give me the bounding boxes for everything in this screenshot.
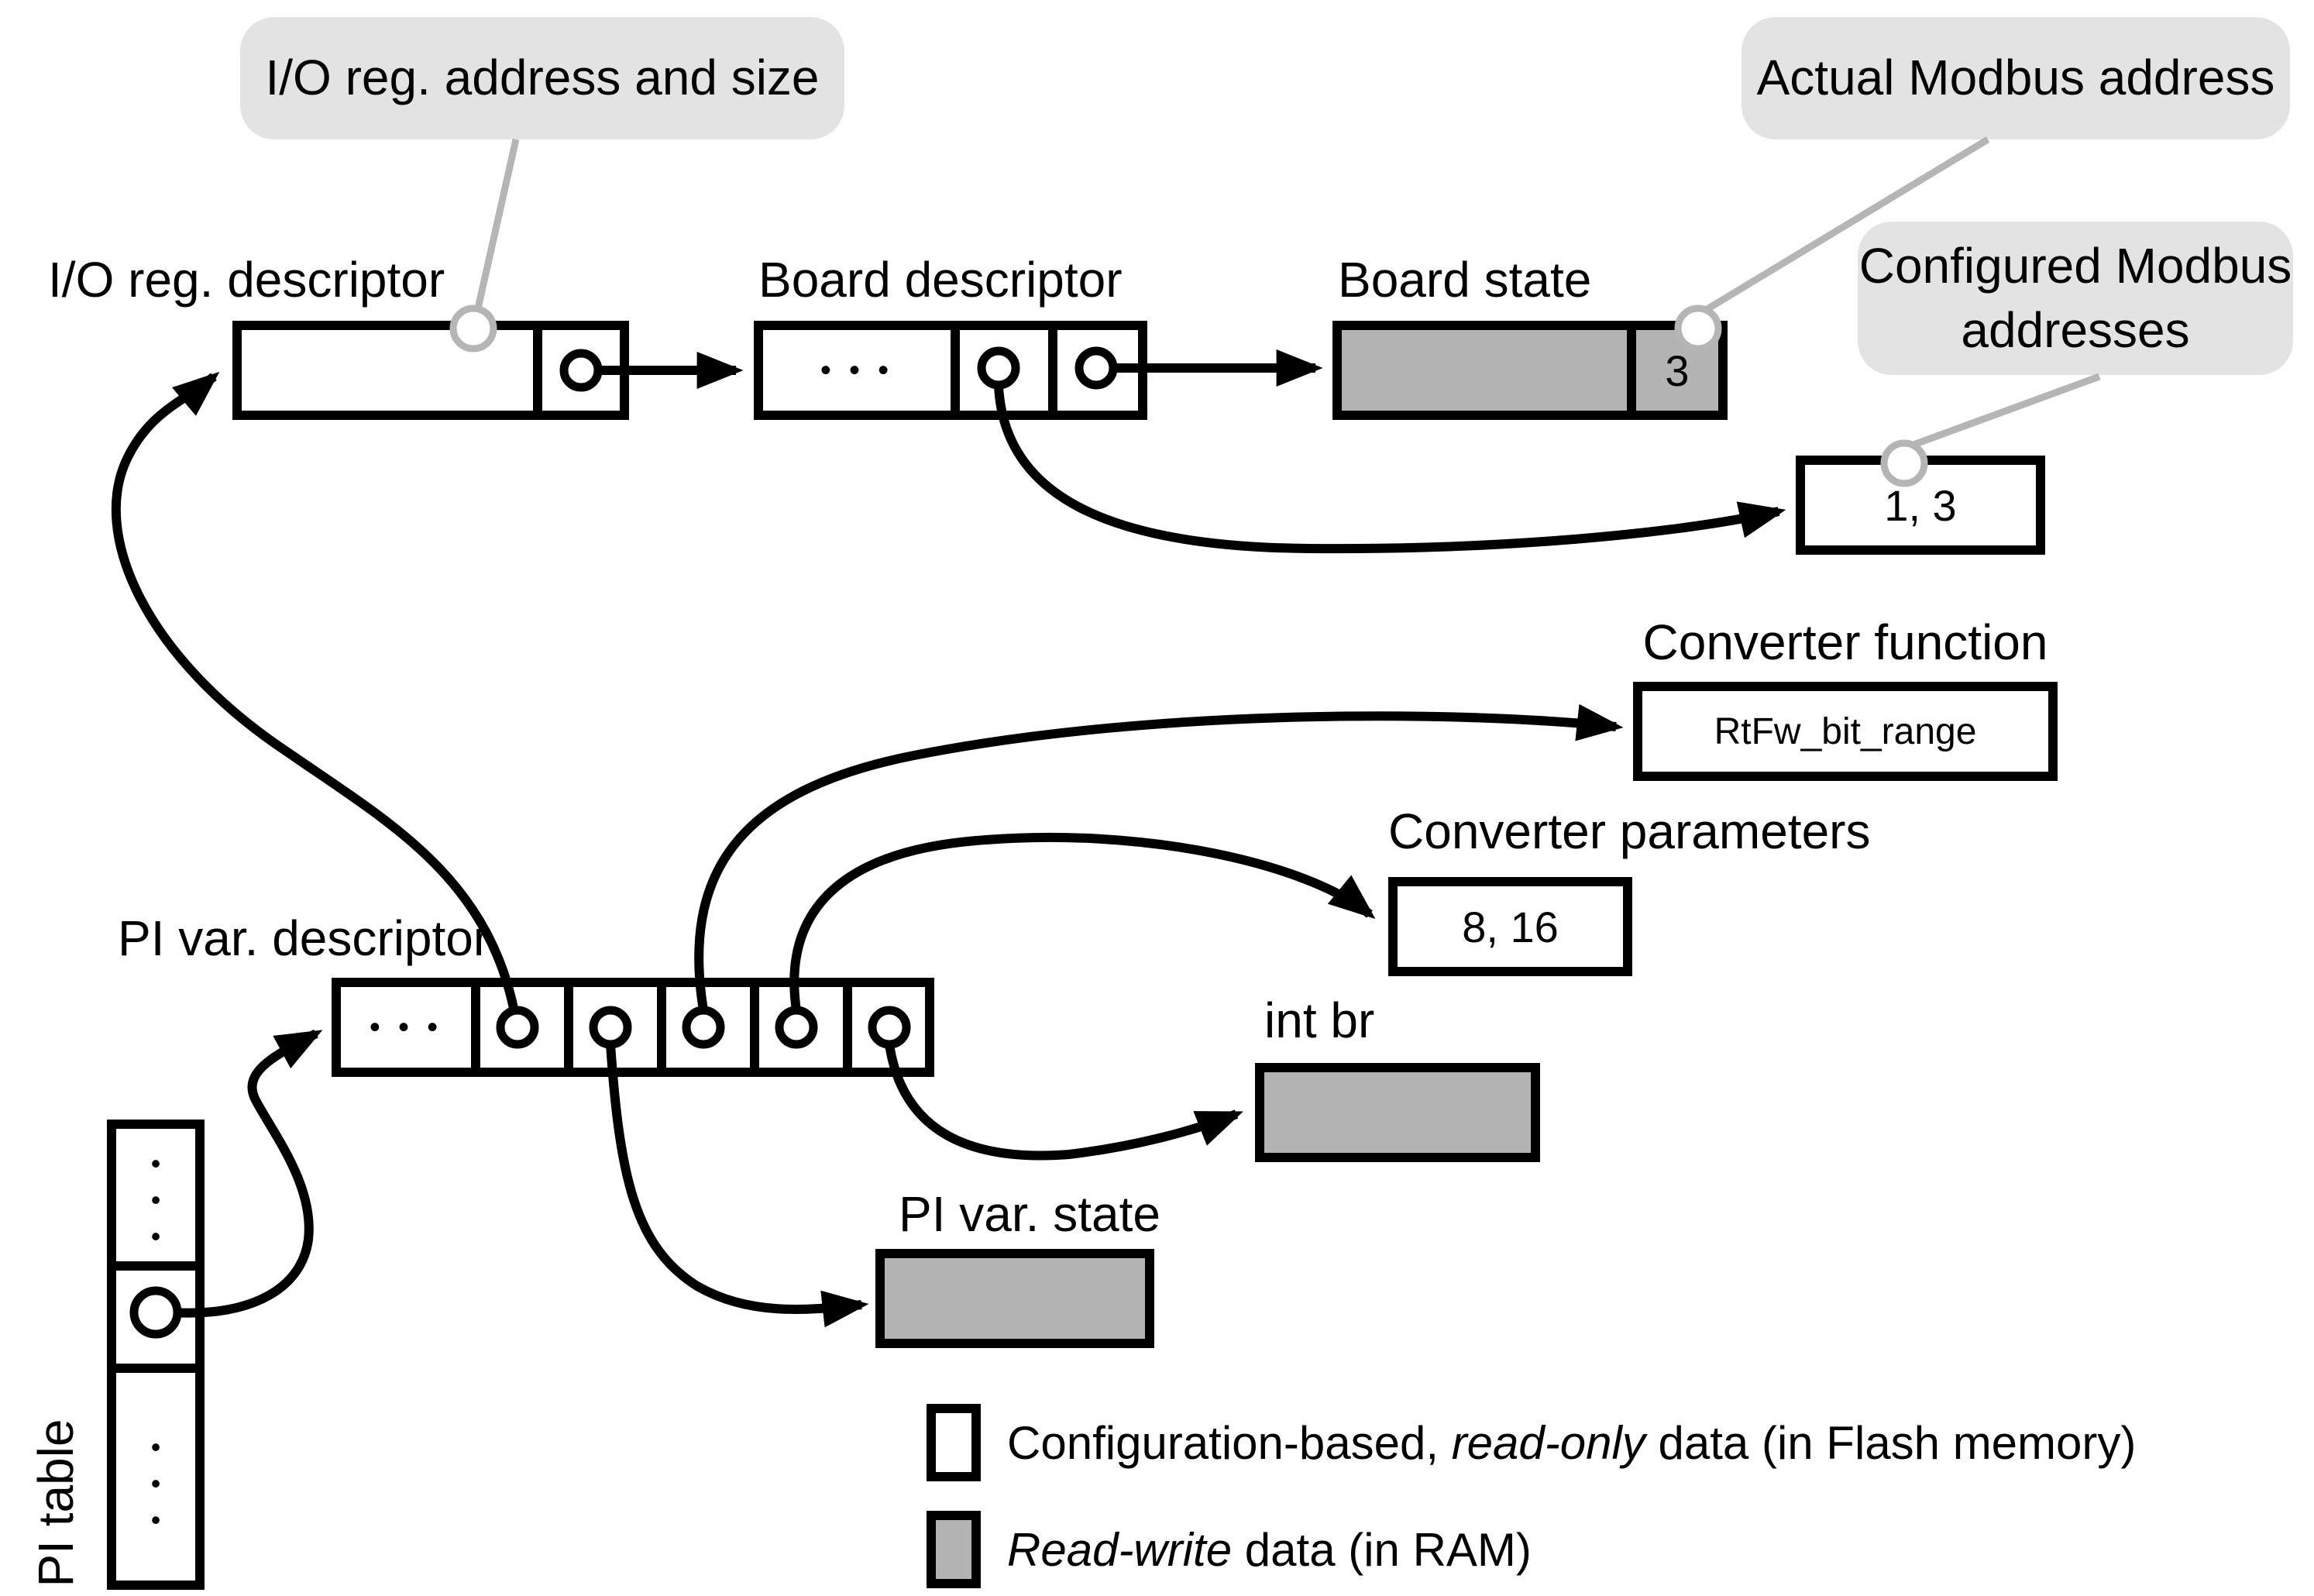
pi-table-box: • • • • • • <box>107 1120 205 1590</box>
callout-io-reg-addr-size: I/O reg. address and size <box>240 17 844 139</box>
cell-divider <box>843 987 852 1068</box>
legend-ram-italic: Read-write <box>1007 1523 1233 1576</box>
pi-table-ellipsis-bottom: • • • <box>150 1431 161 1536</box>
legend-ram-text: Read-write data (in RAM) <box>1007 1511 1532 1588</box>
configured-modbus-value: 1, 3 <box>1884 480 1957 530</box>
pi-var-descriptor-ellipsis: • • • <box>369 1010 443 1044</box>
legend-flash-italic: read-only <box>1451 1416 1645 1469</box>
label-io-reg-descriptor: I/O reg. descriptor <box>48 252 445 308</box>
callout-actual-modbus-address-text: Actual Modbus address <box>1756 50 2275 106</box>
pi-var-descriptor-box: • • • <box>332 978 934 1077</box>
cell-divider <box>1048 330 1057 411</box>
board-state-value: 3 <box>1665 346 1690 395</box>
converter-function-box: RtFw_bit_range <box>1633 682 2058 781</box>
label-converter-parameters: Converter parameters <box>1388 803 1871 859</box>
legend-flash-prefix: Configuration-based, <box>1007 1416 1452 1469</box>
legend-ram-swatch <box>927 1511 981 1588</box>
cell-divider <box>116 1364 195 1373</box>
arrow-pivar-to-pivar-state <box>606 1044 869 1328</box>
cell-divider <box>116 1261 195 1271</box>
configured-modbus-value-box: 1, 3 <box>1796 456 2045 555</box>
cell-divider <box>657 987 666 1068</box>
pi-table-ellipsis-top: • • • <box>150 1147 161 1252</box>
arrow-pivar-to-int-br <box>885 1044 1243 1161</box>
cell-divider <box>533 330 542 411</box>
converter-function-value: RtFw_bit_range <box>1714 710 1977 752</box>
leader-configured-modbus-line <box>1912 373 2101 449</box>
cell-divider <box>750 987 759 1068</box>
board-descriptor-box: • • • <box>754 321 1147 420</box>
label-converter-function: Converter function <box>1642 614 2048 670</box>
leader-io-reg-addr-line <box>474 139 520 309</box>
board-descriptor-ellipsis: • • • <box>820 353 894 387</box>
cell-divider <box>951 330 960 411</box>
int-br-box <box>1255 1063 1540 1162</box>
callout-actual-modbus-address: Actual Modbus address <box>1742 17 2290 139</box>
legend-ram-suffix: data (in RAM) <box>1232 1523 1532 1576</box>
converter-parameters-box: 8, 16 <box>1388 877 1632 976</box>
label-int-br: int br <box>1264 992 1375 1048</box>
callout-configured-modbus-line1: Configured Modbus <box>1858 237 2292 294</box>
callout-configured-modbus-line2: addresses <box>1961 302 2190 358</box>
cell-divider <box>1627 330 1636 411</box>
label-pi-table: PI table <box>28 1419 84 1587</box>
callout-io-reg-addr-size-text: I/O reg. address and size <box>265 50 820 106</box>
legend-flash-suffix: data (in Flash memory) <box>1645 1416 2137 1469</box>
cell-divider <box>564 987 573 1068</box>
label-pi-var-descriptor: PI var. descriptor <box>118 910 490 966</box>
cell-divider <box>471 987 480 1068</box>
converter-parameters-value: 8, 16 <box>1462 902 1559 951</box>
board-state-box: 3 <box>1332 321 1728 420</box>
label-pi-var-state: PI var. state <box>899 1186 1160 1242</box>
io-reg-descriptor-box <box>232 321 629 420</box>
label-board-descriptor: Board descriptor <box>758 252 1123 308</box>
label-board-state: Board state <box>1338 252 1592 308</box>
legend-flash-swatch <box>927 1404 981 1481</box>
legend-flash-text: Configuration-based, read-only data (in … <box>1007 1404 2136 1481</box>
callout-configured-modbus-addresses: Configured Modbus addresses <box>1858 222 2293 375</box>
pi-var-state-box <box>875 1249 1154 1348</box>
